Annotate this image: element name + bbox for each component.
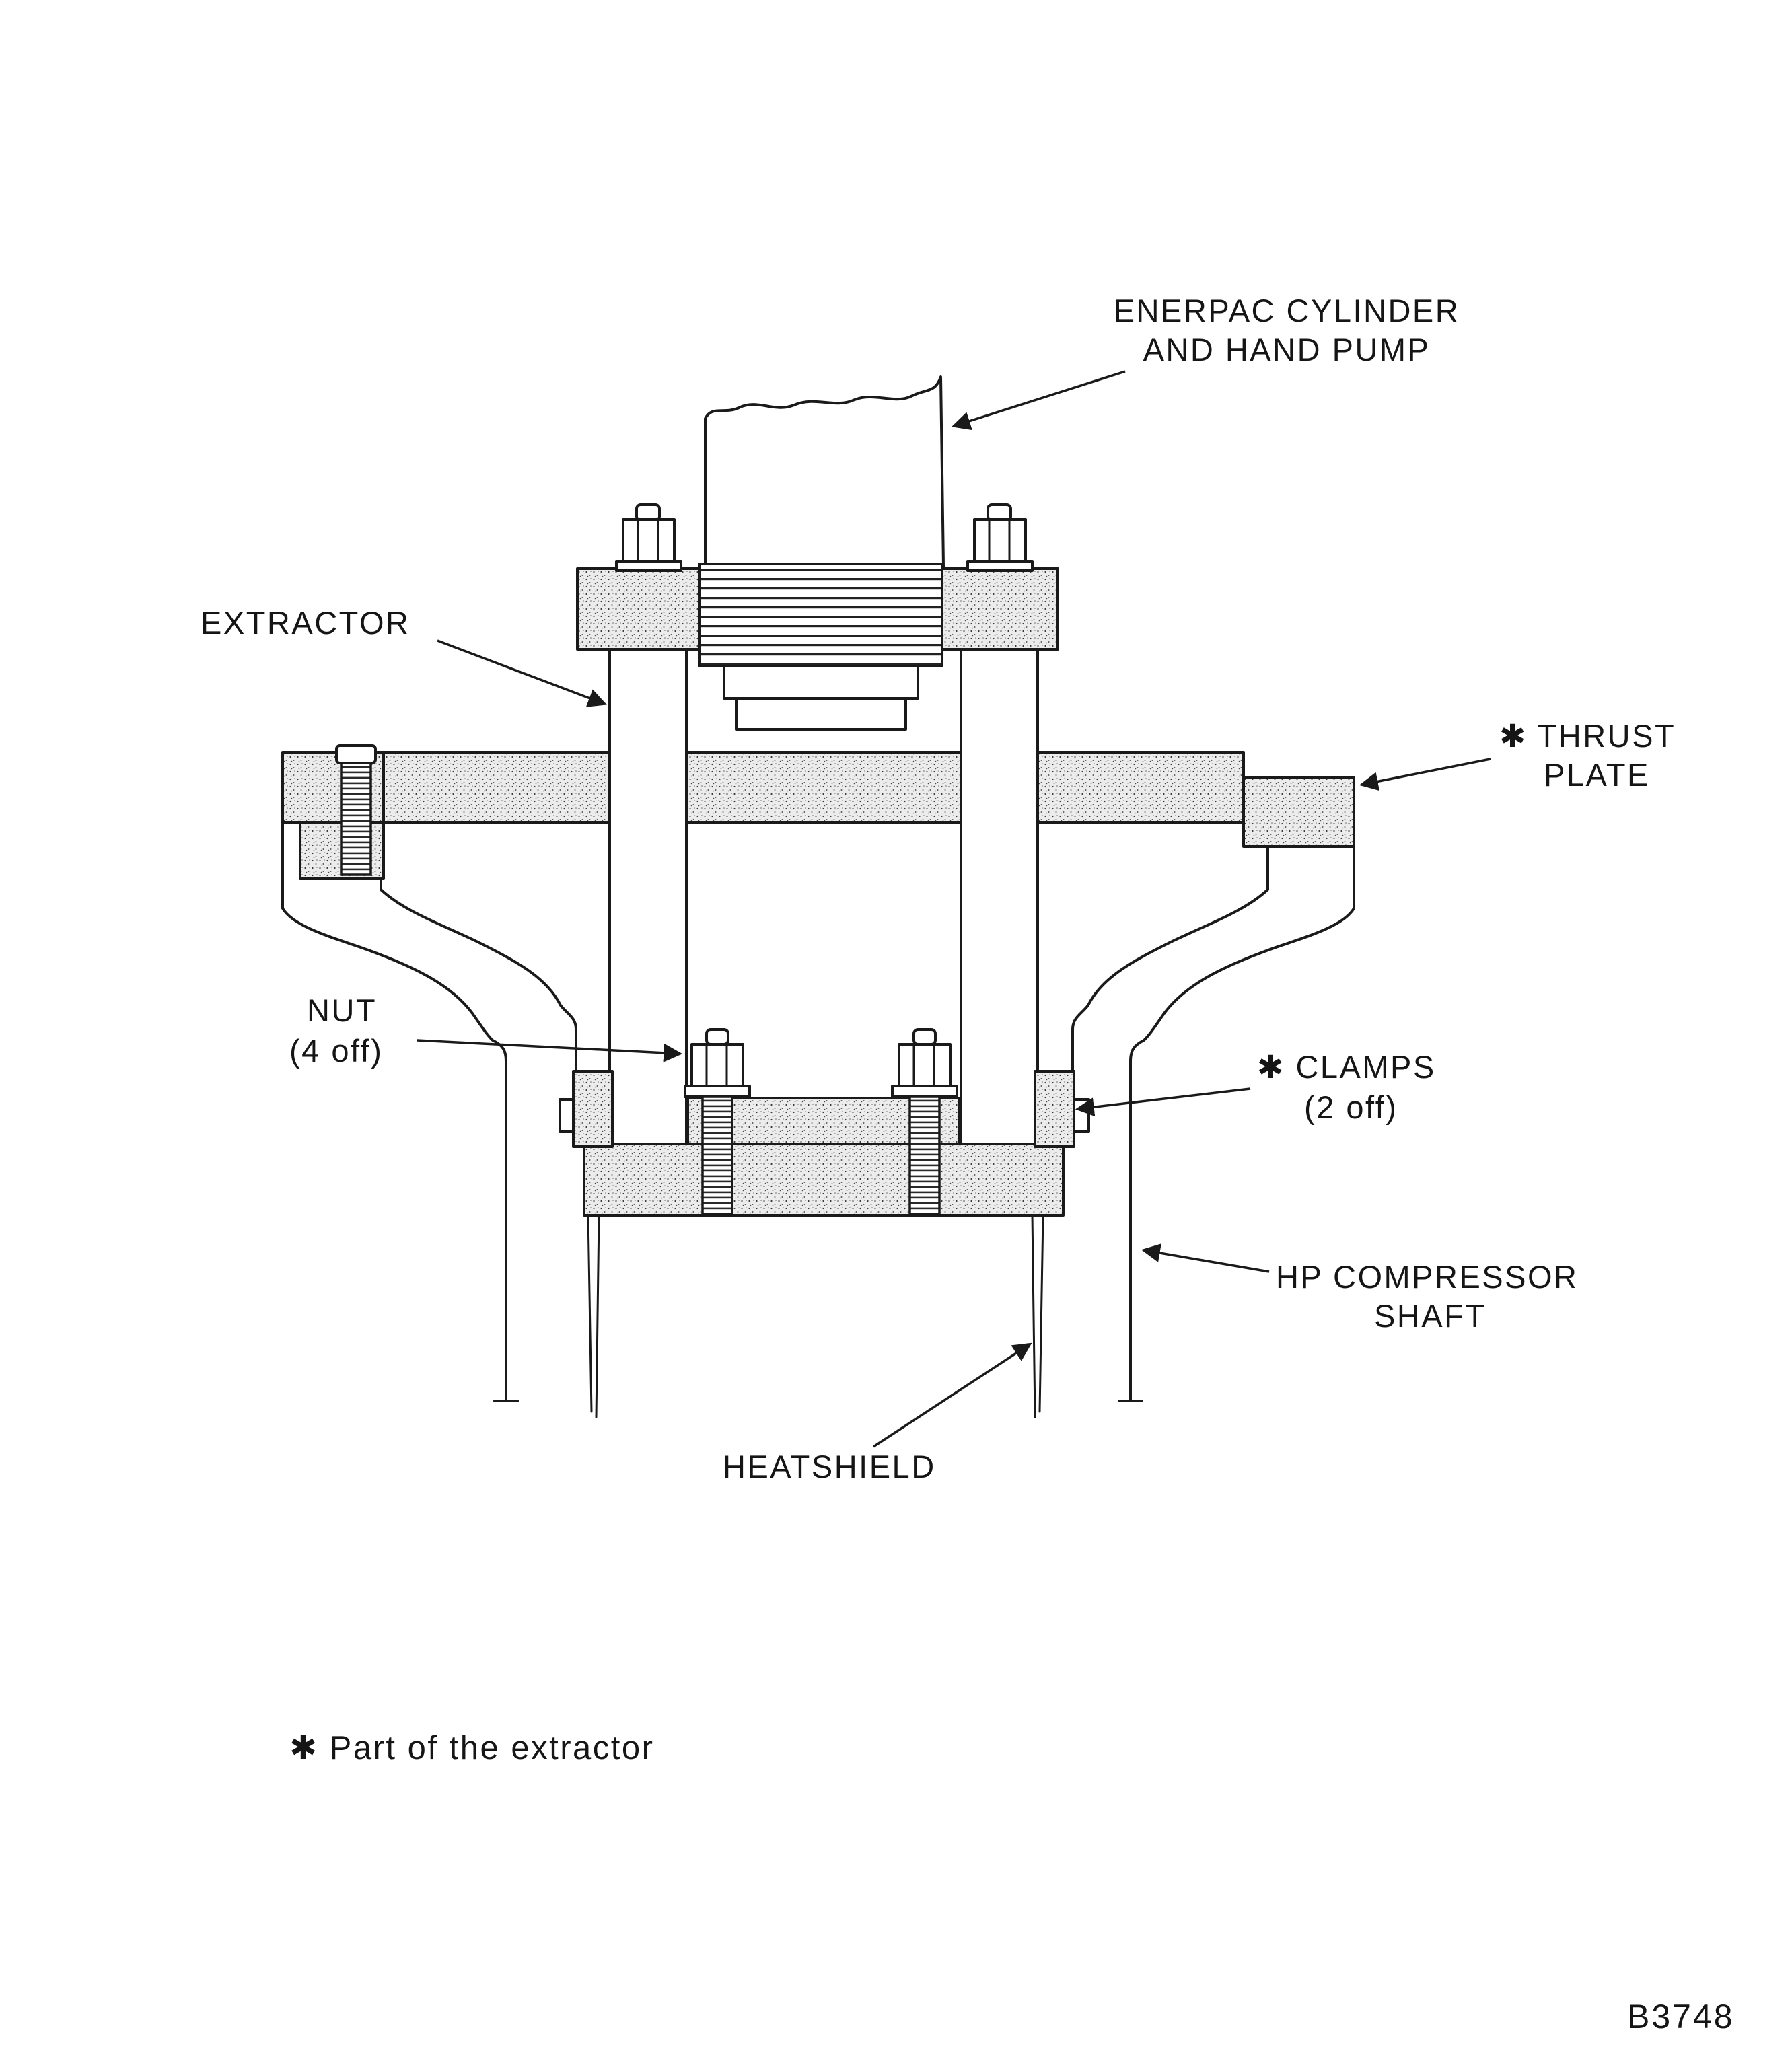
arrow-to-clamps — [1075, 1087, 1251, 1117]
hex-nut-facets — [912, 1043, 935, 1087]
callout-clamps: ✱ CLAMPS (2 off) — [1075, 1049, 1436, 1125]
extractor-top-nut-right — [966, 503, 1034, 572]
hex-nut-body — [622, 518, 676, 563]
arrow-to-extractor — [437, 639, 607, 707]
heatshield-line-left-b — [595, 1214, 600, 1418]
enerpac-cylinder-part — [698, 375, 945, 731]
label-clamps-line2: (2 off) — [1304, 1089, 1398, 1125]
label-extractor: EXTRACTOR — [201, 605, 410, 641]
clamp-nut-right — [891, 1028, 958, 1215]
arrow-to-thrust-plate — [1359, 758, 1491, 791]
hex-nut-body — [973, 518, 1027, 563]
casing-right-outer-edge — [1129, 845, 1355, 1402]
thrust-plate-right-step — [1242, 776, 1355, 848]
heatshield-line-right-a — [1031, 1214, 1036, 1418]
washer — [891, 1085, 958, 1098]
hex-nut-facets — [988, 518, 1011, 563]
label-thrust-plate-line1: ✱ THRUST — [1499, 718, 1676, 754]
arrow-to-heatshield — [873, 1342, 1032, 1448]
callout-heatshield: HEATSHIELD — [723, 1342, 1032, 1484]
arrow-to-nut — [417, 1039, 683, 1062]
hex-nut-facets — [637, 518, 659, 563]
label-nut-line1: NUT — [307, 992, 377, 1028]
footnote-text: ✱ Part of the extractor — [289, 1730, 654, 1766]
casing-left-outer-edge — [281, 821, 507, 1402]
compressor-casing — [281, 821, 1355, 1402]
arrow-to-enerpac-cylinder — [951, 370, 1126, 431]
washer — [966, 560, 1034, 572]
casing-left-inner-edge — [380, 877, 577, 1145]
label-nut-line2: (4 off) — [289, 1033, 383, 1069]
clamp-nut-left — [684, 1028, 751, 1215]
drawing-number: B3748 — [1627, 1998, 1735, 2035]
cylinder-ribbed-section — [698, 563, 943, 667]
callout-enerpac-cylinder: ENERPAC CYLINDER AND HAND PUMP — [951, 293, 1460, 431]
stud-thread — [701, 1095, 733, 1215]
heatshield-line-right-b — [1038, 1214, 1044, 1413]
hex-nut-facets — [705, 1043, 728, 1087]
cylinder-nose-step-1 — [723, 665, 919, 700]
label-hp-shaft-line2: SHAFT — [1374, 1298, 1486, 1334]
label-heatshield: HEATSHIELD — [723, 1449, 936, 1484]
extractor-rod-left — [608, 648, 688, 1152]
extractor-top-nut-left — [615, 503, 682, 572]
washer — [615, 560, 682, 572]
thrust-plate-part — [281, 744, 1355, 880]
label-thrust-plate-line2: PLATE — [1544, 757, 1650, 793]
stud-thread — [908, 1095, 941, 1215]
washer — [684, 1085, 751, 1098]
thrust-plate-main-bar — [382, 751, 1245, 824]
label-hp-shaft-line1: HP COMPRESSOR — [1276, 1259, 1579, 1295]
thrust-plate-screw-cap — [335, 744, 377, 764]
callout-extractor: EXTRACTOR — [201, 605, 607, 707]
callout-nut: NUT (4 off) — [289, 992, 683, 1069]
hex-nut-body — [898, 1043, 952, 1087]
hex-nut-body — [690, 1043, 744, 1087]
clamp-jaw-left — [572, 1070, 614, 1148]
label-enerpac-line1: ENERPAC CYLINDER — [1114, 293, 1460, 328]
casing-right-inner-edge — [1071, 845, 1269, 1145]
callout-thrust-plate: ✱ THRUST PLATE — [1359, 718, 1676, 793]
clamp-cross-bar — [583, 1143, 1065, 1217]
thrust-plate-screw-thread — [340, 762, 372, 876]
label-enerpac-line2: AND HAND PUMP — [1143, 332, 1431, 367]
clamp-jaw-right — [1034, 1070, 1075, 1148]
stud-tip — [705, 1028, 729, 1046]
callouts: ENERPAC CYLINDER AND HAND PUMP EXTRACTOR… — [201, 293, 1676, 1484]
callout-hp-compressor-shaft: HP COMPRESSOR SHAFT — [1141, 1243, 1579, 1334]
stud-tip — [912, 1028, 937, 1046]
extractor-rod-right — [960, 648, 1039, 1152]
heatshield-line-left-a — [587, 1214, 593, 1413]
arrow-to-hp-compressor-shaft — [1141, 1243, 1270, 1273]
cylinder-body — [704, 375, 945, 568]
label-clamps-line1: ✱ CLAMPS — [1257, 1049, 1436, 1085]
cylinder-nose-step-2 — [735, 697, 907, 731]
heatshield-part — [587, 1214, 1044, 1418]
